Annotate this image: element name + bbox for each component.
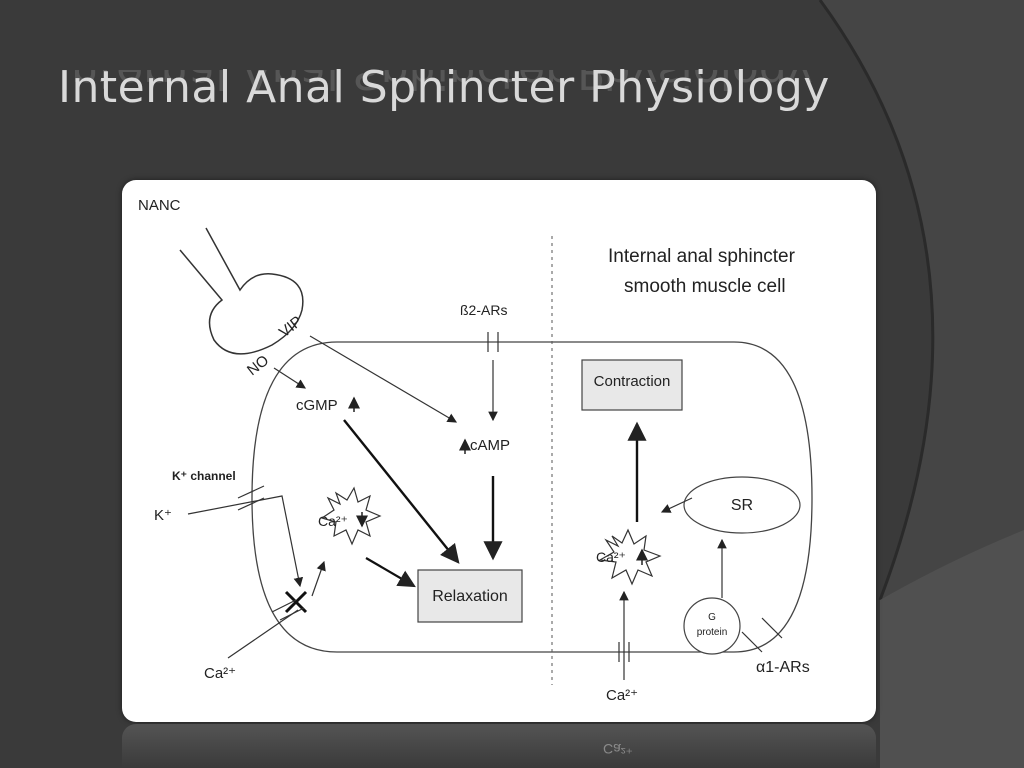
vip-to-camp-arrow: [309, 335, 458, 423]
cell-membrane: [251, 341, 813, 653]
g-protein-label-line2: protein: [697, 627, 728, 638]
sr-label: SR: [731, 497, 753, 514]
ca-to-relaxation-arrow: [365, 557, 416, 588]
ca-influx-line-left: [227, 609, 299, 659]
card-reflection: [122, 724, 876, 768]
k-ion-label: K⁺: [154, 507, 172, 524]
g-protein-label-line1: G: [708, 612, 716, 623]
slide-title: Internal Anal Sphincter Physiology: [58, 62, 830, 113]
no-to-cgmp-arrow: [273, 367, 307, 389]
cgmp-to-relaxation-arrow: [343, 419, 460, 564]
sr-organelle: [683, 476, 801, 534]
ca-left-inner-label: Ca²⁺: [318, 513, 348, 529]
ca-right-inner-label: Ca²⁺: [596, 549, 626, 565]
relaxation-label: Relaxation: [432, 588, 508, 605]
cell-title-line1: Internal anal sphincter: [608, 246, 796, 267]
relaxation-box: [417, 569, 523, 623]
a1-ars-label: α1-ARs: [756, 659, 810, 676]
ca-right-outer-label: Ca²⁺: [606, 687, 638, 704]
b2-ars-label: ß2-ARs: [460, 302, 507, 318]
camp-label: cAMP: [470, 437, 510, 454]
a1-receptor-bar-left: [741, 631, 763, 653]
cell-title-line2: smooth muscle cell: [624, 276, 786, 297]
ca-influx-arrow-left: [311, 560, 326, 597]
ca-burst-left: [320, 486, 382, 546]
no-label: NO: [244, 352, 272, 379]
ca-channel-bar-left: [271, 599, 297, 613]
k-channel-bar-top: [237, 485, 265, 499]
nanc-neuron: [179, 227, 304, 355]
sr-to-ca-arrow: [660, 497, 693, 513]
a1-receptor-bar-right: [761, 617, 783, 639]
ca-burst-right: [598, 528, 662, 586]
g-protein: [683, 597, 741, 655]
diagram-card: NANC NO VIP Internal anal sphincter smoo…: [122, 180, 876, 722]
k-channel-label: K⁺ channel: [172, 469, 236, 483]
cgmp-label: cGMP: [296, 397, 338, 414]
contraction-box: [581, 359, 683, 411]
nanc-label: NANC: [138, 197, 181, 214]
k-efflux-arrow: [187, 495, 304, 588]
ca-reflection-text: Ca²⁺: [603, 741, 633, 757]
block-x-line2: [284, 590, 308, 614]
physiology-diagram: NANC NO VIP Internal anal sphincter smoo…: [138, 197, 813, 704]
ca-left-outer-label: Ca²⁺: [204, 665, 236, 682]
contraction-label: Contraction: [594, 373, 671, 390]
